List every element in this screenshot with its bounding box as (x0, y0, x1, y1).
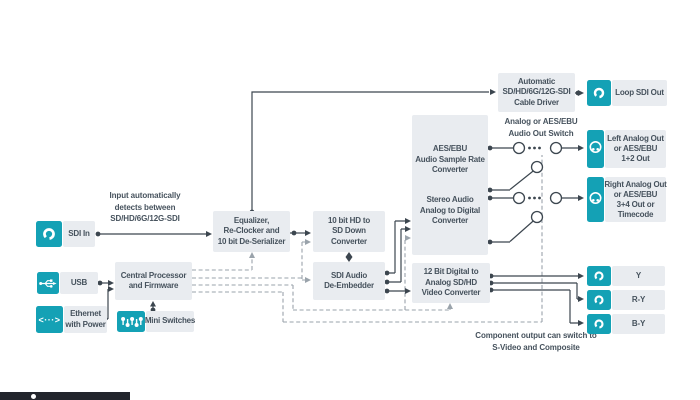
equalizer-block: Equalizer, Re-Clocker and 10 bit De-Seri… (213, 211, 290, 252)
dip-switch-icon (117, 311, 145, 332)
stereo-adc-label: Stereo Audio Analog to Digital Converter (419, 195, 481, 226)
y-out-block: Y (612, 266, 665, 286)
bnc-icon (36, 221, 62, 247)
video-converter-block: 12 Bit Digital to Analog SD/HD Video Con… (412, 263, 490, 303)
input-auto-detect-note: Input automatically detects between SD/H… (109, 191, 181, 223)
signal-wires (95, 89, 584, 326)
ethernet-icon: <···> (36, 306, 63, 333)
ethernet-block: Ethernet with Power (64, 306, 107, 333)
switch-contact (530, 210, 544, 224)
footer-strip (0, 392, 130, 400)
de-embedder-block: SDI Audio De-Embedder (313, 262, 385, 300)
bnc-icon (587, 314, 611, 334)
bnc-icon (587, 266, 611, 286)
left-analog-out-block: Left Analog Out or AES/EBU 1+2 Out (605, 130, 666, 168)
usb-icon (37, 272, 59, 294)
audio-out-switches (487, 141, 584, 245)
footer-dot (31, 394, 36, 399)
switch-contact (549, 141, 563, 155)
central-processor-block: Central Processor and Firmware (115, 262, 192, 300)
mini-switches-block: Mini Switches (145, 311, 195, 332)
r-y-out-block: R-Y (612, 290, 665, 310)
audio-converter-block (412, 115, 488, 255)
switch-contact (530, 160, 544, 174)
bnc-icon (587, 80, 611, 106)
loop-sdi-out-block: Loop SDI Out (612, 80, 667, 106)
sdi-in-block: SDI In (63, 221, 95, 247)
usb-block: USB (60, 272, 98, 294)
cable-driver-block: Automatic SD/HD/6G/12G-SDI Cable Driver (498, 73, 575, 112)
aes-sample-rate-converter-label: AES/EBU Audio Sample Rate Converter (415, 144, 485, 175)
switch-contact (512, 141, 526, 155)
switch-contact (512, 191, 526, 205)
audio-jack-icon (587, 130, 604, 168)
right-analog-out-block: Right Analog Out or AES/EBU 3+4 Out or T… (604, 177, 667, 222)
b-y-out-block: B-Y (612, 314, 665, 334)
bnc-icon (587, 290, 611, 310)
audio-out-switch-note: Analog or AES/EBU Audio Out Switch (504, 117, 578, 138)
control-wires-dashed (192, 155, 543, 323)
down-converter-block: 10 bit HD to SD Down Converter (313, 211, 385, 252)
switch-contact (549, 191, 563, 205)
audio-jack-icon (587, 177, 604, 222)
component-output-note: Component output can switch to S-Video a… (475, 331, 597, 352)
